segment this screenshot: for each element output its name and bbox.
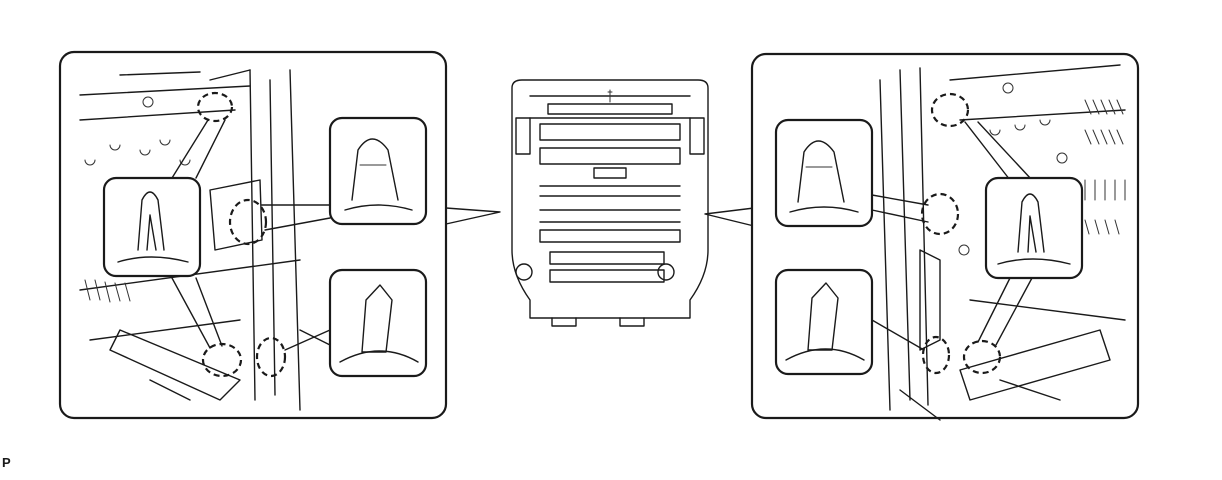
left-claw-clip-callout (328, 268, 428, 378)
left-lower-clip-marker (201, 342, 243, 378)
right-lower-clip-marker (962, 339, 1002, 375)
left-upper-clip-marker (196, 91, 234, 123)
left-hook-clip-callout (328, 116, 428, 226)
left-panel-structure (79, 69, 341, 411)
left-middle-clip-marker (228, 198, 268, 246)
left-pointer (445, 207, 501, 225)
right-upper-clip-marker (930, 92, 970, 128)
right-claw-clip-callout (774, 268, 874, 376)
left-upper-clip-callout (102, 176, 202, 278)
right-middle-clip-marker (920, 192, 960, 236)
right-pointer (704, 207, 755, 227)
right-panel-structure (879, 64, 1126, 421)
right-detail-panel (750, 52, 1140, 421)
center-panel-overview (511, 79, 709, 327)
figure-code: P (2, 455, 11, 470)
left-detail-panel (58, 50, 448, 420)
right-claw-clip-marker (921, 335, 951, 375)
right-hook-clip-callout (774, 118, 874, 228)
left-claw-clip-marker (255, 336, 287, 378)
right-upper-clip-callout (984, 176, 1084, 280)
